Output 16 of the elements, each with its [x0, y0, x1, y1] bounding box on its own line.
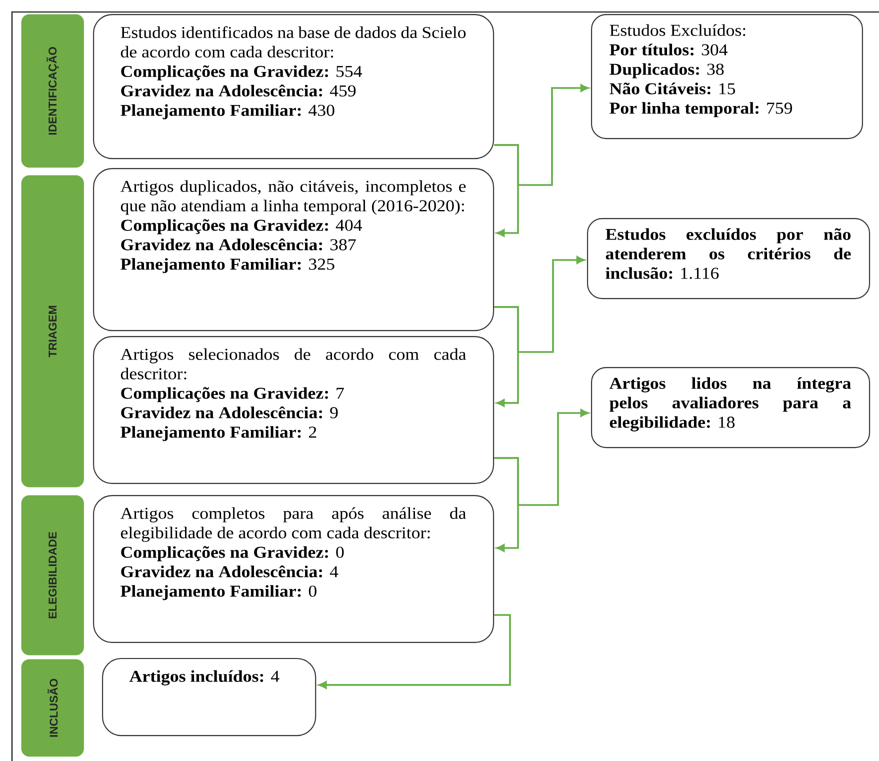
exclusion-box: Artigos lidos na íntegra pelos avaliadores para a elegibilidade: 18 [591, 367, 870, 448]
process-box: Artigos selecionados de acordo com cada descritor: Complicações na Gravidez: 7 Gravidez na Adolescência: 9 Planejamento Familiar: 2 [93, 336, 494, 484]
phase-band: IDENTIFICAÇÃO [21, 14, 84, 168]
phase-band: ELEGIBILIDADE [21, 495, 84, 656]
exclusion-box: Estudos Excluídos: Por títulos: 304 Duplicados: 38 Não Citáveis: 15 Por linha temporal: 759 [591, 14, 863, 140]
arrow [494, 84, 589, 186]
process-box: Artigos duplicados, não citáveis, incompletos e que não atendiam a linha temporal (2016-2020): Complicações na Gravidez: 404 Gravidez na Adolescência: 387 Planejamento Familiar: 325 [93, 168, 494, 332]
arrow [494, 256, 585, 353]
process-box: Artigos incluídos: 4 [102, 658, 316, 736]
process-box: Estudos identificados na base de dados da Scielo de acordo com cada descritor: Complicações na Gravidez: 554 Gravidez na Adolescência: 459 Planejamento Familiar: 430 [93, 14, 494, 160]
process-box: Artigos completos para após análise da elegibilidade de acordo com cada descritor: Complicações na Gravidez: 0 Gravidez na Adolescência: 4 Planejamento Familiar: 0 [93, 495, 494, 643]
arrow [318, 614, 511, 689]
phase-band: INCLUSÃO [21, 659, 84, 757]
exclusion-box: Estudos excluídos por não atenderem os critérios de inclusão: 1.116 [587, 218, 870, 300]
phase-band: TRIAGEM [21, 175, 84, 488]
arrow [494, 409, 589, 506]
